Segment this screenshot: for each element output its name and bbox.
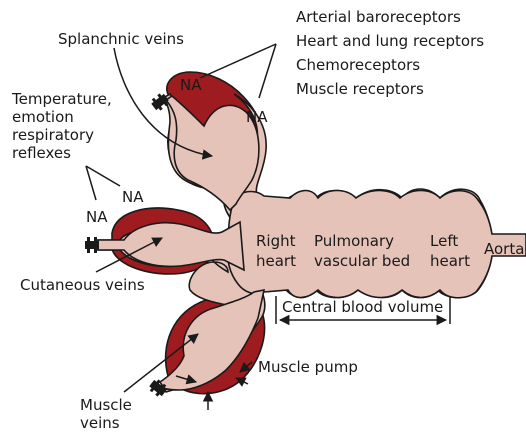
na-label: NA <box>246 108 268 126</box>
left-heart-label: Left <box>430 232 458 250</box>
na-label: NA <box>122 188 144 206</box>
na-label: NA <box>86 208 108 226</box>
temperature-label: respiratory <box>12 126 94 144</box>
left-heart-label: heart <box>430 252 470 270</box>
valve-clamp-icon <box>85 237 99 253</box>
receptor-label: Arterial baroreceptors <box>296 8 461 26</box>
na-label: NA <box>180 76 202 94</box>
pulmonary-label: Pulmonary <box>314 232 394 250</box>
central-blood-volume-label: Central blood volume <box>282 298 443 316</box>
pulmonary-label: vascular bed <box>314 252 410 270</box>
na-pointer-left <box>200 44 276 78</box>
muscle-veins-label: Muscle <box>80 396 132 414</box>
temperature-label: Temperature, <box>11 90 112 108</box>
na-pointer-right <box>259 44 276 98</box>
muscle-pump-label: Muscle pump <box>258 358 358 376</box>
receptor-label: Heart and lung receptors <box>296 32 484 50</box>
receptor-label: Chemoreceptors <box>296 56 420 74</box>
temperature-label: reflexes <box>12 144 71 162</box>
right-heart-label: Right <box>256 232 296 250</box>
cutaneous-veins-label: Cutaneous veins <box>20 276 145 294</box>
receptor-label: Muscle receptors <box>296 80 424 98</box>
splanchnic-veins-label: Splanchnic veins <box>58 30 184 48</box>
aorta-label: Aorta <box>484 240 524 258</box>
right-heart-label: heart <box>256 252 296 270</box>
muscle-veins-label: veins <box>80 414 120 432</box>
temperature-label: emotion <box>12 108 74 126</box>
